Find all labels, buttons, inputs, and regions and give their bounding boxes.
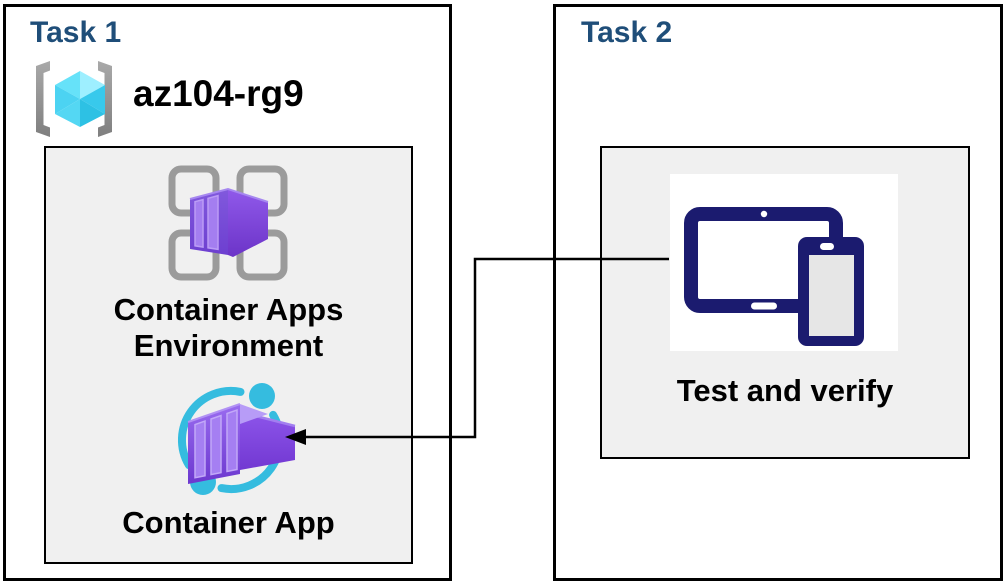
task2-panel: Task 2 Test and verify [553, 4, 1003, 581]
container-boxes [187, 403, 296, 484]
container-apps-environment-icon [168, 165, 288, 281]
container-app-label: Container App [122, 505, 335, 540]
task1-inner-panel: Container Apps Environment [44, 146, 413, 564]
environment-label: Container Apps Environment [113, 292, 344, 363]
phone-speaker-pill [820, 243, 834, 250]
container-box [189, 187, 269, 257]
task1-panel: Task 1 az104-rg9 [3, 4, 452, 581]
left-bracket [36, 61, 50, 137]
container-app-icon [177, 383, 296, 495]
phone-screen [809, 255, 854, 336]
devices-icon-plate [670, 174, 898, 351]
tablet-home-pill [751, 302, 777, 310]
task2-title: Task 2 [581, 16, 673, 49]
orbit-dot-top [249, 383, 275, 409]
task2-inner-panel: Test and verify [600, 146, 970, 459]
devices-icon [684, 207, 864, 346]
task1-title: Task 1 [30, 16, 122, 49]
cube [55, 71, 105, 127]
verify-label: Test and verify [676, 373, 894, 408]
resource-group-icon [36, 61, 112, 137]
resource-group-name: az104-rg9 [133, 73, 304, 114]
tablet-camera-dot [760, 210, 768, 218]
